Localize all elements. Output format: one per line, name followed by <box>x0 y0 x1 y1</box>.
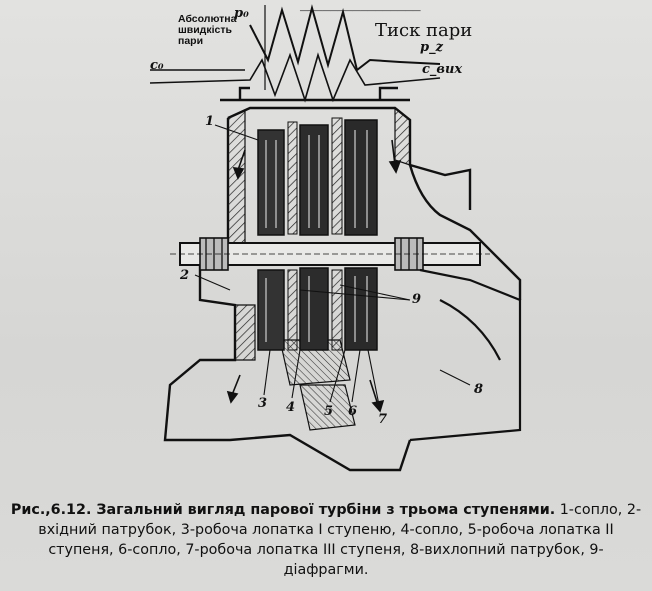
speed-label-line3: пари <box>178 35 204 47</box>
part-label-6: 6 <box>348 404 358 419</box>
speed-label: Абсолютна швидкість пари <box>178 14 236 47</box>
shaft <box>170 237 490 271</box>
pressure-title: Тиск пари <box>375 20 473 41</box>
part-label-9: 9 <box>412 292 422 307</box>
symbol-cout: c_вих <box>422 62 463 77</box>
part-label-3: 3 <box>258 396 268 411</box>
caption-lead: Рис.,6.12. Загальний вигляд парової турб… <box>10 502 556 518</box>
symbol-p0: p₀ <box>234 6 249 21</box>
turbine-drawing <box>149 4 522 472</box>
background-texture: ──────────────── <box>300 3 421 18</box>
part-label-8: 8 <box>474 382 484 397</box>
part-label-7: 7 <box>378 412 388 427</box>
rotor-stages <box>257 117 378 351</box>
pressure-curve <box>150 4 441 90</box>
part-label-2: 2 <box>180 268 190 283</box>
caption-text: 1-сопло, 2-вхідний патрубок, 3-робоча ло… <box>38 502 642 578</box>
symbol-c0: c₀ <box>150 58 164 73</box>
part-label-1: 1 <box>205 114 215 129</box>
part-label-4: 4 <box>286 400 296 415</box>
part-label-5: 5 <box>324 404 334 419</box>
figure-caption: Рис.,6.12. Загальний вигляд парової турб… <box>8 500 644 580</box>
speed-label-line1: Абсолютна <box>178 13 237 25</box>
speed-label-line2: швидкість <box>178 24 232 36</box>
exhaust-pipe <box>409 268 522 442</box>
leader-lines <box>194 124 471 411</box>
symbol-pz: p_z <box>420 40 443 55</box>
